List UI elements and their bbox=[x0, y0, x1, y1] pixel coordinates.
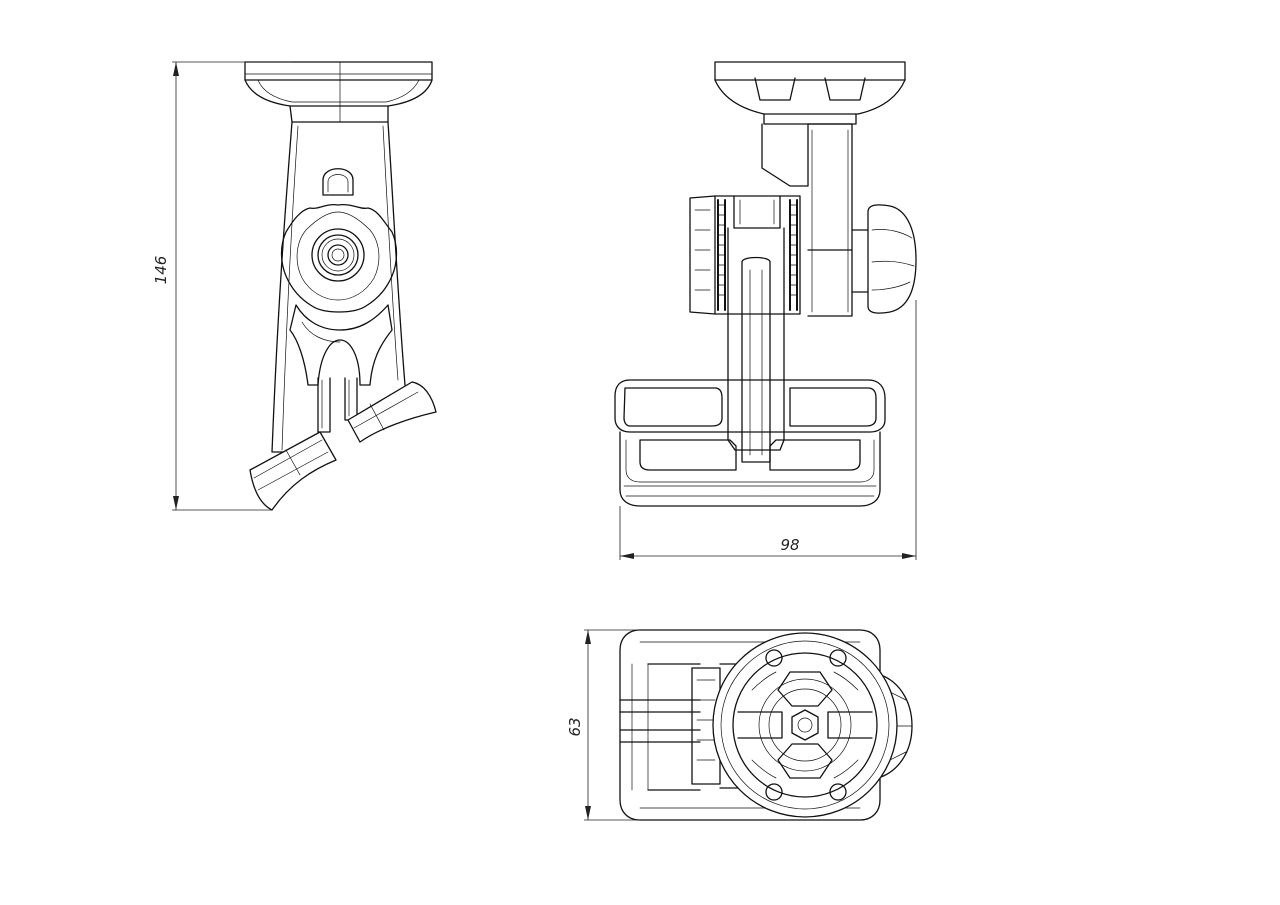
dimension-depth: 63 bbox=[566, 629, 640, 821]
front-top-plate bbox=[714, 61, 906, 125]
front-hub bbox=[689, 195, 801, 315]
dimension-width-label: 98 bbox=[780, 536, 799, 554]
top-round-plate bbox=[712, 632, 898, 818]
dimension-depth-label: 63 bbox=[566, 717, 584, 736]
dimension-height-label: 146 bbox=[152, 256, 170, 285]
side-right-clip bbox=[347, 381, 437, 443]
front-arm bbox=[727, 227, 785, 463]
top-base bbox=[619, 629, 881, 821]
side-view bbox=[244, 61, 437, 511]
side-body bbox=[271, 121, 406, 453]
front-post bbox=[761, 123, 853, 317]
side-left-clip bbox=[249, 431, 337, 511]
top-view bbox=[619, 629, 913, 821]
dimension-height: 146 bbox=[152, 61, 292, 511]
dimension-width: 98 bbox=[619, 300, 917, 560]
side-top-plate bbox=[244, 61, 433, 123]
front-base bbox=[614, 379, 886, 507]
front-side-knob bbox=[851, 204, 917, 314]
front-view bbox=[614, 61, 917, 507]
